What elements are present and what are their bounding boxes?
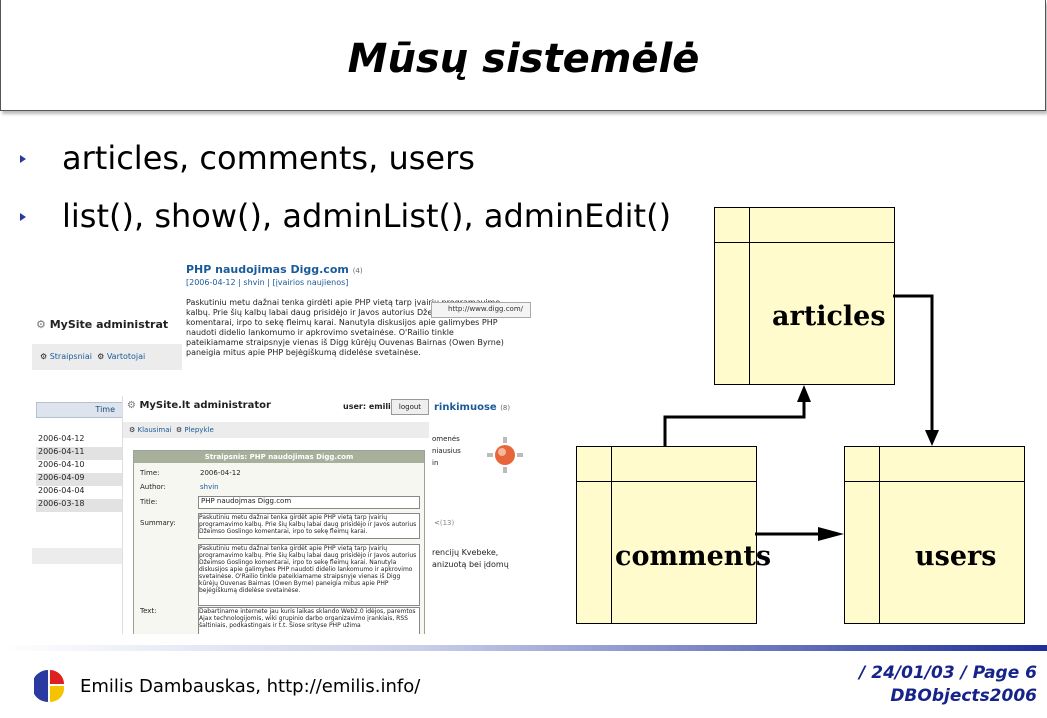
form-title-bar: Straipsnis: PHP naudojimas Digg.com (134, 451, 424, 463)
table-label-users: users (915, 541, 997, 572)
tab-questions[interactable]: Klausimai (137, 426, 172, 434)
article-meta: [2006-04-12 | shvin | [įvairios naujieno… (186, 278, 349, 287)
form-time-label: Time: (140, 469, 160, 477)
article-title-row: PHP naudojimas Digg.com (4) (186, 263, 363, 276)
article-screenshot: PHP naudojimas Digg.com (4) [2006-04-12 … (183, 258, 533, 388)
side-count-2: <(13) (434, 519, 455, 527)
mysite-header: ⚙ MySite administrat (36, 318, 169, 331)
logo-icon (486, 436, 524, 474)
logout-button[interactable]: logout (391, 399, 429, 415)
date-row[interactable]: 2006-04-09 (36, 473, 124, 486)
form-summary-textarea[interactable]: Paskutiniu metu dažnai tenka girdėt apie… (198, 513, 420, 539)
nav-articles-link[interactable]: Straipsniai (49, 352, 93, 361)
admin-header: ⚙ MySite.lt administrator (127, 400, 271, 411)
table-label-articles: articles (772, 301, 886, 332)
footer-divider (0, 645, 1047, 651)
date-row[interactable]: 2006-04-12 (36, 434, 124, 447)
form-author-label: Author: (140, 483, 166, 491)
table-users: users (844, 446, 1025, 624)
author-logo-icon (32, 668, 65, 704)
admin-list-screenshot: ⚙ MySite administrat ⚙ Straipsniai ⚙ Var… (32, 296, 182, 376)
tab-plepykle[interactable]: Plepykle (184, 426, 214, 434)
article-body: Paskutiniu metu dažnai tenka girdėti api… (186, 298, 504, 357)
arrowhead-up (797, 385, 811, 402)
gear-icon: ⚙ (129, 426, 136, 434)
digg-url-image: http://www.digg.com/ (431, 302, 531, 318)
table-comments: comments (576, 446, 771, 624)
side-screenshot: rinkimuose (8) omenės niausius in <(13) … (430, 396, 534, 576)
form-title-input[interactable]: PHP naudojmas Digg.com (198, 496, 420, 509)
form-title-label: Title: (140, 498, 158, 506)
footer-author: Emilis Dambauskas, http://emilis.info/ (80, 676, 421, 697)
bullet-text-2: list(), show(), adminList(), adminEdit() (62, 197, 672, 235)
bullet-icon (20, 213, 26, 221)
table-label-comments: comments (615, 541, 772, 572)
form-text-textarea[interactable]: Dabartiname internete jau kuris laikas s… (198, 607, 420, 634)
admin-tabs-bar: ⚙ Klausimai ⚙ Plepykle (123, 422, 429, 438)
side-text-2: niausius (432, 447, 461, 455)
side-text-4: rencijų Kvebeke, (432, 548, 499, 557)
form-time-value: 2006-04-12 (200, 469, 241, 477)
footer-project: DBObjects2006 (890, 686, 1037, 706)
bullet-text-1: articles, comments, users (62, 139, 475, 177)
user-label: user: emilis (343, 402, 396, 411)
form-summary-textarea-2[interactable]: Paskutiniu metu dažnai tenka girdėt apie… (198, 544, 420, 606)
footer-info: / 24/01/03 / Page 6 DBObjects2006 (859, 662, 1037, 708)
date-row[interactable]: 2006-04-10 (36, 460, 124, 473)
table-articles: articles (714, 207, 895, 385)
title-box (0, 0, 1046, 111)
gear-icon: ⚙ (127, 400, 136, 411)
side-text-5: anizuotą bei įdomų (432, 560, 509, 569)
bullet-icon (20, 155, 26, 163)
time-list-screenshot: Time 2006-04-12 2006-04-11 2006-04-10 20… (32, 398, 124, 568)
admin-edit-screenshot: ⚙ MySite.lt administrator user: emilis l… (122, 396, 429, 634)
arrow-comments-articles (663, 400, 806, 446)
article-title-link[interactable]: PHP naudojimas Digg.com (186, 263, 349, 276)
footer-page-info: / 24/01/03 / Page 6 (859, 663, 1037, 683)
gear-icon: ⚙ (36, 318, 46, 331)
slide-title: Mūsų sistemėlė (347, 36, 700, 82)
side-text-3: in (432, 459, 439, 467)
date-row[interactable]: 2006-04-04 (36, 486, 124, 499)
nav-users-link[interactable]: Vartotojai (106, 352, 146, 361)
date-row[interactable]: 2006-03-18 (36, 499, 124, 512)
gear-icon: ⚙ (175, 426, 183, 434)
arrowhead-right (818, 527, 844, 541)
gear-icon: ⚙ (40, 352, 48, 361)
arrowhead-down (925, 430, 939, 446)
form-text-label: Text: (140, 607, 157, 615)
gear-icon: ⚙ (97, 352, 105, 361)
arrow-articles-users (893, 294, 934, 432)
list-footer-bar (32, 548, 124, 564)
time-header: Time (36, 402, 124, 418)
admin-nav-bar: ⚙ Straipsniai ⚙ Vartotojai (32, 344, 182, 370)
date-row[interactable]: 2006-04-11 (36, 447, 124, 460)
side-text-1: omenės (432, 435, 460, 443)
form-author-value: shvin (200, 483, 219, 491)
article-edit-form: Straipsnis: PHP naudojimas Digg.com Time… (133, 450, 425, 634)
form-summary-label: Summary: (140, 519, 176, 527)
side-heading: rinkimuose (8) (434, 402, 511, 413)
